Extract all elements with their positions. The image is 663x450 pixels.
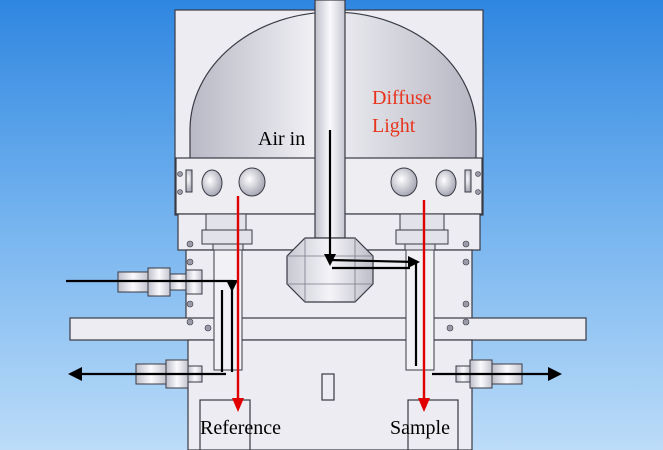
diffuse-label-line2: Light (372, 115, 416, 137)
sample-block (407, 399, 459, 450)
port-fittings (201, 213, 449, 251)
port-holes (185, 167, 472, 197)
light-arrows (236, 196, 426, 402)
screws (177, 171, 481, 332)
light-arrowheads (232, 398, 430, 412)
reference-label: Reference (200, 417, 281, 439)
center-pin (321, 373, 335, 401)
reference-block (199, 399, 251, 450)
flange-plate (69, 317, 587, 341)
air-in-label: Air in (258, 128, 305, 150)
sample-label: Sample (390, 417, 450, 439)
arrowheads (68, 254, 562, 381)
diffuse-label-line1: Diffuse (372, 87, 432, 109)
